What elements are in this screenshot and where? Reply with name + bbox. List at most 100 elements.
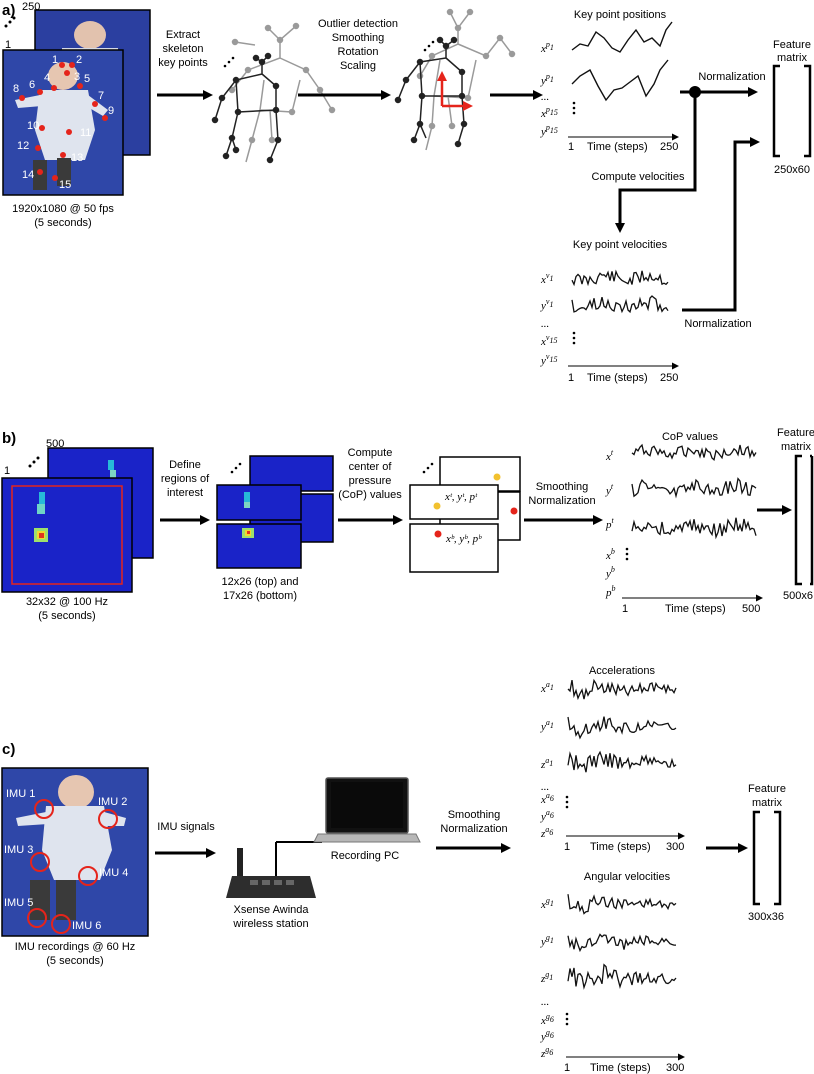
var-xp15-sup: p (545, 105, 550, 114)
cop-vars: xt yt pt xb yb pb (605, 448, 616, 599)
svg-text:xa6: xa6 (540, 791, 554, 806)
kp-13: 13 (71, 152, 83, 164)
var-xv15: x (540, 336, 546, 348)
step-b2-line1: Compute (348, 447, 393, 459)
imu-3-label: IMU 3 (4, 844, 33, 856)
step-a2-line1: Outlier detection (318, 18, 398, 30)
svg-text:xp1: xp1 (540, 40, 554, 55)
feature-matrix-a (772, 64, 812, 158)
var-xp15-sub: 15 (550, 108, 558, 117)
vel-axis-start: 1 (568, 372, 574, 384)
var-xv15-sub: 15 (549, 336, 557, 345)
step-a1-line2: skeleton (163, 43, 204, 55)
imu-2-label: IMU 2 (98, 796, 127, 808)
var-yv1-sup: v (546, 297, 550, 306)
acc-axis-label: Time (steps) (590, 841, 651, 853)
panel-c: c) IMU 1 IMU 2 IMU 3 IMU 4 IMU 5 IMU 6 (1, 665, 786, 1074)
acc-axis-start: 1 (564, 841, 570, 853)
var-zg1-sup: g (545, 970, 549, 979)
ang-axis-end: 300 (666, 1062, 684, 1074)
var-yg1: y (540, 936, 546, 948)
trace-xp1 (571, 21, 673, 53)
roi-frames-front (216, 484, 302, 569)
trace-xv1 (571, 269, 669, 287)
roi-caption-1: 12x26 (top) and (221, 576, 298, 588)
svg-text:ya1: ya1 (540, 718, 554, 733)
step-b2-line4: (CoP) values (338, 489, 402, 501)
var-yv15: y (540, 355, 546, 367)
imu-caption-2: (5 seconds) (46, 955, 103, 967)
var-yp1-sub: 1 (550, 75, 554, 84)
var-pt: p (605, 519, 612, 531)
var-xa1: x (540, 683, 546, 695)
imu-4-marker (78, 866, 98, 886)
frame-stack-dots-b (28, 456, 40, 468)
kp-2: 2 (76, 54, 82, 66)
var-yt: y (605, 485, 611, 497)
var-xv1: x (540, 274, 546, 286)
svg-text:pt: pt (605, 516, 615, 531)
step-b1-line2: regions of (161, 473, 210, 485)
trace-xt (631, 443, 757, 462)
var-xp1: x (540, 43, 546, 55)
var-yb: y (605, 568, 611, 580)
var-xv1-sup: v (546, 271, 550, 280)
station-label-2: wireless station (232, 918, 308, 930)
step-b3-line2: Normalization (528, 495, 595, 507)
svg-text:yg1: yg1 (540, 933, 554, 948)
imu-sensor-rings (27, 799, 118, 934)
var-xg1-sup: g (546, 896, 550, 905)
var-ya6-sub: 6 (550, 811, 554, 820)
acc-vdots (565, 795, 569, 809)
var-xa6-sup: a (546, 791, 550, 800)
var-zg6-sub: 6 (549, 1048, 553, 1057)
svg-text:xa1: xa1 (540, 680, 554, 695)
feature-c-size: 300x36 (748, 911, 784, 923)
svg-text:xv1: xv1 (540, 271, 553, 286)
ang-title: Angular velocities (584, 871, 671, 883)
trace-pt (631, 517, 757, 540)
var-yv1-sub: 1 (549, 300, 553, 309)
step-b2-line2: center of (349, 461, 393, 473)
var-xb-sup: b (611, 547, 615, 556)
var-xa1-sub: 1 (550, 683, 554, 692)
var-pb-sup: b (612, 584, 616, 593)
keypoint-numbers: 1 2 3 4 5 6 7 8 9 10 11 12 13 14 15 (13, 54, 114, 191)
panel-c-label: c) (2, 741, 15, 758)
var-pb: p (605, 587, 612, 599)
cop-axis-start: 1 (622, 603, 628, 615)
kp-11: 11 (80, 127, 91, 139)
var-xg6: x (540, 1015, 546, 1027)
velocity-vars: xv1 yv1 ... xv15 yv15 (540, 271, 557, 367)
imu-signals-label: IMU signals (157, 821, 215, 833)
pos-axis-label: Time (steps) (587, 141, 648, 153)
var-za6: z (540, 828, 546, 840)
step-a1-line3: key points (158, 57, 208, 69)
feature-b-size: 500x6 (783, 590, 813, 602)
ang-vars: xg1 yg1 zg1 ... xg6 yg6 zg6 (540, 896, 554, 1060)
roi-box (11, 485, 123, 585)
normalization-label-2: Normalization (684, 318, 751, 330)
pos-vdots (572, 101, 576, 115)
compute-velocities-label: Compute velocities (592, 171, 685, 183)
skeleton-raw (211, 22, 336, 164)
imu-5-marker (27, 908, 47, 928)
arrow-compute-velocities (615, 92, 697, 233)
feature-a-title-2: matrix (777, 52, 807, 64)
var-za6-sub: 6 (549, 828, 553, 837)
step-a2-line2: Smoothing (332, 32, 385, 44)
acc-title: Accelerations (589, 665, 656, 677)
var-ya1-sub: 1 (550, 721, 554, 730)
var-xb: x (605, 550, 611, 562)
svg-text:xp15: xp15 (540, 105, 558, 120)
trace-za1 (567, 750, 677, 773)
video-caption-1: 1920x1080 @ 50 fps (12, 203, 114, 215)
var-xt: x (605, 451, 611, 463)
var-xp15: x (540, 108, 546, 120)
video-frame-front (2, 49, 124, 196)
kp-4: 4 (44, 72, 50, 84)
pos-axis-start: 1 (568, 141, 574, 153)
arrow-vel-to-matrix (682, 137, 760, 312)
svg-text:yt: yt (605, 482, 614, 497)
